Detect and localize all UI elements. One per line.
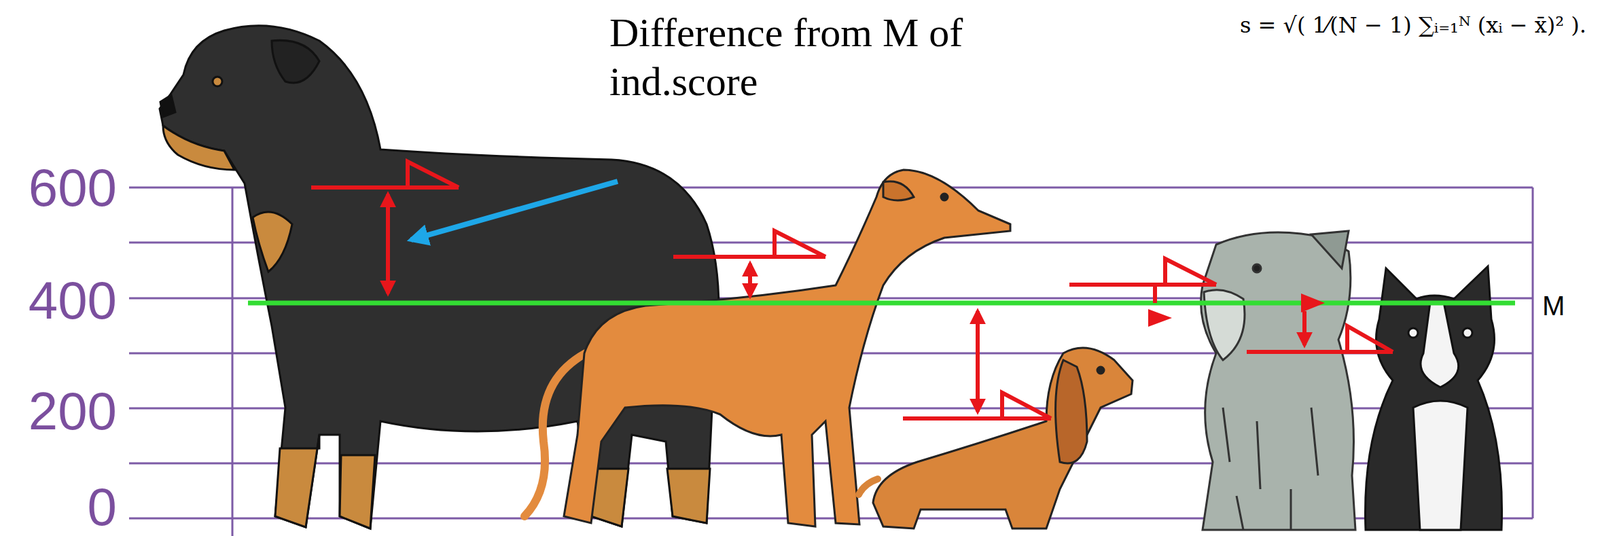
dog-body xyxy=(873,347,1133,529)
difference-arrow xyxy=(748,263,753,297)
dog-fur xyxy=(1222,407,1319,530)
score-line xyxy=(673,254,826,259)
formula-text: s = √( 1⁄(N − 1) ∑ᵢ₌₁ᴺ (xᵢ − x̄)² ). xyxy=(1239,12,1587,39)
dog-ear xyxy=(1055,360,1088,464)
boston-terrier xyxy=(1365,266,1503,530)
dog-eye xyxy=(212,76,223,87)
dog-ear xyxy=(1311,230,1349,269)
y-axis xyxy=(231,187,234,536)
dog-marking xyxy=(163,125,235,170)
mean-line xyxy=(247,300,1516,306)
dog-ear xyxy=(271,40,320,83)
dog-body xyxy=(1201,232,1357,530)
score-triangle xyxy=(774,230,826,257)
dog-beard xyxy=(1203,290,1245,361)
score-line xyxy=(1246,349,1393,354)
dog-marking xyxy=(667,468,710,524)
score-triangle xyxy=(1165,258,1217,285)
dog-eye xyxy=(1462,328,1473,338)
axis-tick-label: 400 xyxy=(28,273,117,327)
score-line xyxy=(311,185,459,190)
callout-text: Difference from M of ind.score xyxy=(609,8,1086,106)
dog-ear xyxy=(883,181,914,201)
dog-marking xyxy=(339,455,376,529)
difference-arrow xyxy=(975,311,980,412)
mean-label: M xyxy=(1542,292,1565,320)
dog-marking xyxy=(1420,302,1459,388)
dog-marking xyxy=(252,211,293,272)
axis-tick-label: 0 xyxy=(87,480,117,534)
score-markers xyxy=(311,161,1393,419)
dog-eye xyxy=(1097,366,1105,374)
score-line xyxy=(1069,282,1217,287)
schnauzer xyxy=(1201,230,1357,530)
score-triangle xyxy=(1347,326,1393,352)
arrow-head xyxy=(1148,309,1172,327)
score-triangle xyxy=(1002,392,1052,419)
dog-eye xyxy=(1408,328,1418,338)
dog-marking xyxy=(275,434,320,528)
pointer-arrow xyxy=(411,181,618,240)
difference-arrow xyxy=(385,194,390,294)
difference-arrow xyxy=(1302,311,1307,346)
frame-line xyxy=(1532,187,1535,519)
dog-nose xyxy=(160,95,176,117)
dog-eye xyxy=(940,193,948,201)
grid-line xyxy=(129,186,1533,189)
axis-tick-label: 200 xyxy=(28,384,117,438)
arrow-head xyxy=(1301,293,1325,313)
difference-arrow xyxy=(1152,286,1158,304)
dog-marking xyxy=(1413,400,1468,530)
dog-eye xyxy=(1252,264,1261,273)
score-line xyxy=(902,416,1052,421)
dog-body xyxy=(1365,266,1503,530)
score-triangle xyxy=(407,161,459,188)
axis-tick-label: 600 xyxy=(28,161,117,215)
dachshund xyxy=(858,347,1133,529)
